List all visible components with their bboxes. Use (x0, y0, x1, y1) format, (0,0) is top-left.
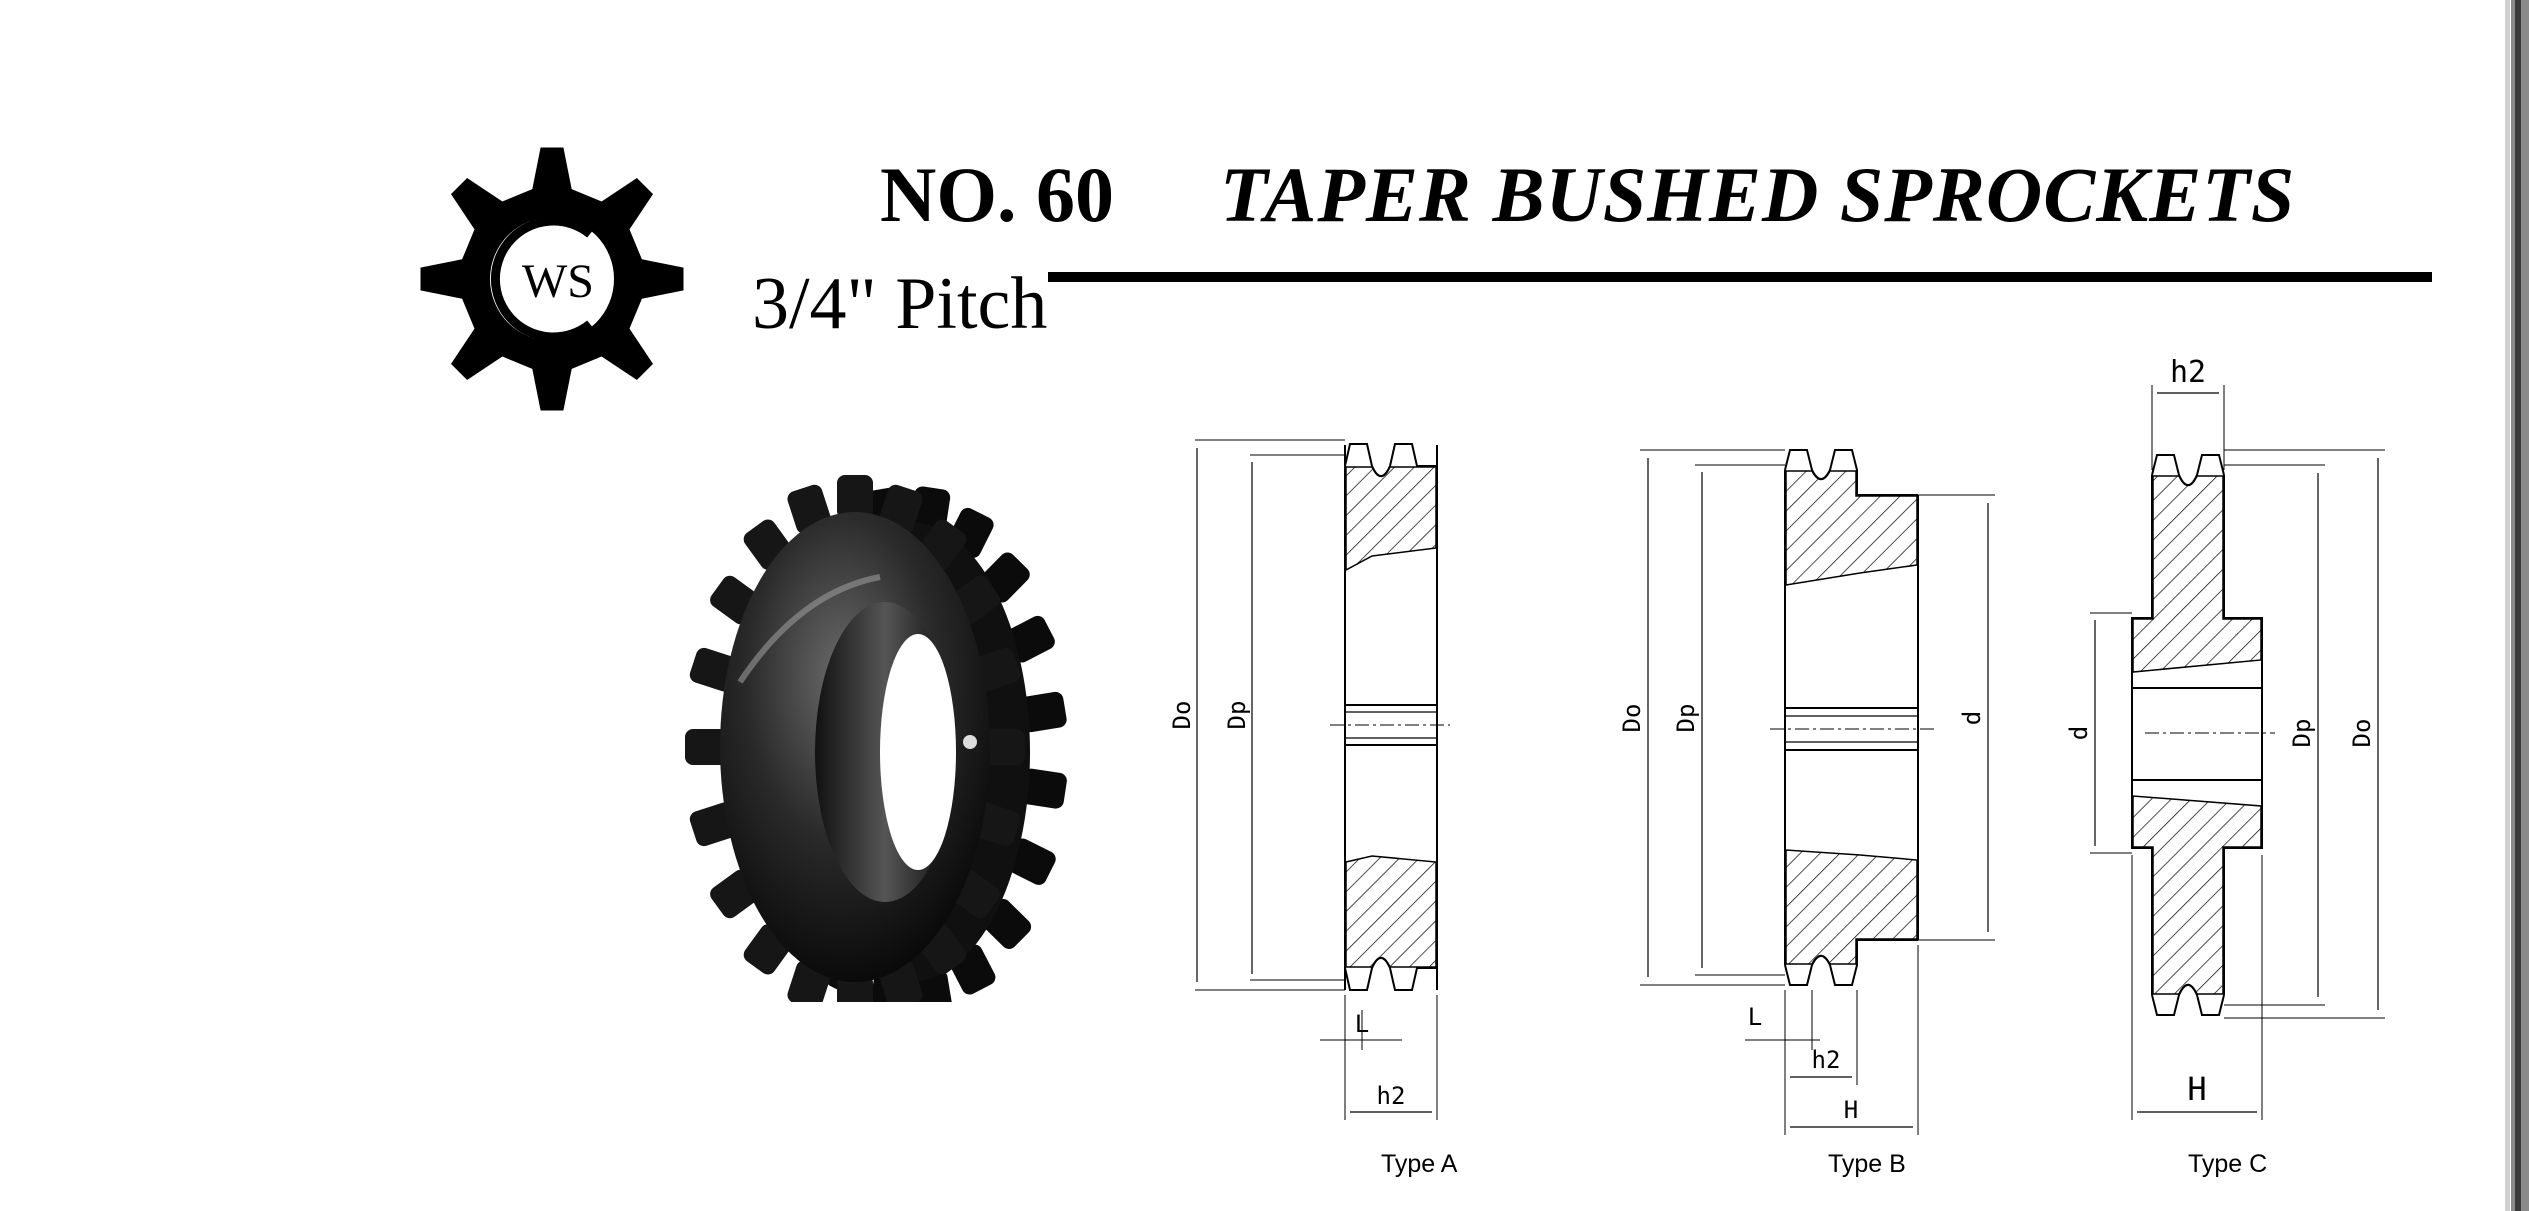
sprocket-tooth (1020, 768, 1067, 809)
type-c-h2-label: h2 (2170, 355, 2206, 390)
catalog-number: NO. 60 (880, 151, 1114, 238)
type-a-h2-label: h2 (1377, 1082, 1406, 1110)
scan-edge (2505, 0, 2529, 1211)
type-c-drawing: h2 d Dp Do H (2065, 355, 2385, 1120)
sprocket-tooth (837, 475, 873, 519)
type-c-h-label: H (2187, 1070, 2206, 1108)
type-a-do-label: Do (1168, 701, 1196, 730)
pitch-label: 3/4" Pitch (752, 263, 1048, 345)
sprocket-tooth (837, 975, 873, 1002)
type-b-caption: Type B (1828, 1150, 1906, 1178)
type-c-caption: Type C (2188, 1150, 2268, 1178)
logo-text: WS (522, 255, 594, 308)
sprocket-photo (685, 475, 1067, 1002)
type-b-d-label: d (1958, 711, 1986, 725)
type-c-dp-label: Dp (2288, 719, 2316, 748)
type-a-dp-label: Dp (1223, 701, 1251, 730)
type-b-h2-label: h2 (1812, 1046, 1841, 1074)
type-a-caption: Type A (1381, 1150, 1458, 1178)
sprocket-tooth (685, 729, 729, 765)
type-b-do-label: Do (1620, 704, 1646, 733)
sprocket-tooth (911, 970, 953, 1002)
type-b-l-label: L (1748, 1003, 1762, 1031)
type-a-drawing: Do Dp L h2 (1168, 439, 1450, 1120)
page-title: TAPER BUSHED SPROCKETS (1220, 151, 2296, 238)
type-b-drawing: Do Dp d L h2 H (1620, 449, 1995, 1135)
type-c-do-label: Do (2348, 719, 2376, 748)
sprocket-logo-icon: WS (420, 147, 684, 411)
type-b-h-label: H (1844, 1096, 1858, 1124)
title-rule (1048, 272, 2432, 282)
type-b-dp-label: Dp (1672, 704, 1700, 733)
sprocket-tooth (981, 729, 1025, 765)
sprocket-tooth (1019, 691, 1067, 733)
type-a-l-label: L (1355, 1010, 1369, 1038)
type-c-d-label: d (2065, 726, 2093, 740)
